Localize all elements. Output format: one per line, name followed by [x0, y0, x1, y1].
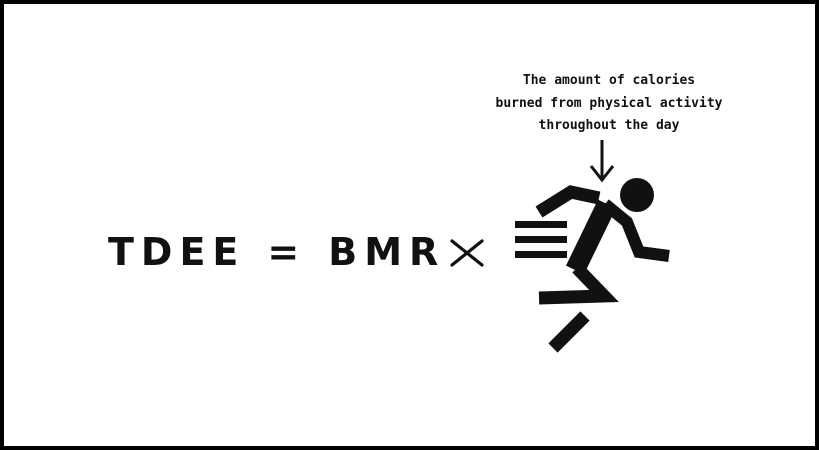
runner-head	[620, 178, 654, 212]
tdee-term: TDEE	[108, 230, 246, 274]
down-arrow-icon	[589, 140, 615, 183]
runner-back-arm	[535, 185, 601, 218]
runner-front-leg	[548, 311, 590, 353]
annotation-line-2: burned from physical activity	[495, 95, 723, 111]
activity-annotation: The amount of calories burned from physi…	[474, 70, 744, 138]
equals-sign: =	[267, 230, 307, 274]
running-person-icon	[515, 178, 670, 353]
speed-line-2	[515, 236, 567, 243]
speed-line-3	[515, 251, 567, 258]
runner-back-leg	[538, 263, 619, 305]
annotation-line-3: throughout the day	[538, 118, 680, 133]
speed-line-1	[515, 221, 567, 228]
bmr-term: BMR	[328, 230, 446, 274]
tdee-equation: TDEE = BMR	[108, 224, 445, 280]
annotation-line-1: The amount of calories	[522, 73, 696, 88]
runner-front-arm	[601, 199, 670, 262]
runner-torso	[566, 199, 616, 275]
multiply-icon	[450, 239, 484, 267]
